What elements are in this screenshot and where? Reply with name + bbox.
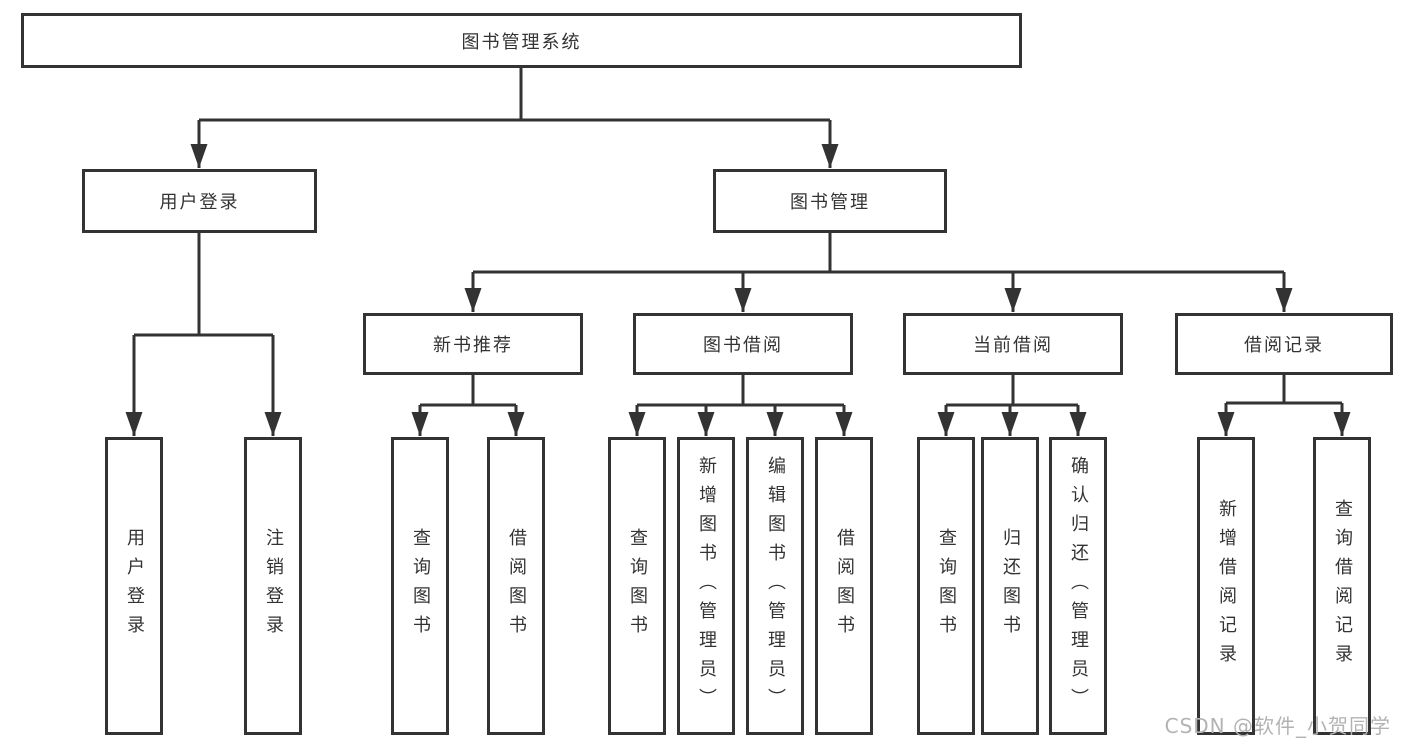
connector-group <box>125 68 1351 436</box>
leaf-return-book-label: 归还图书 <box>1000 528 1021 644</box>
leaf-user-login: 用户登录 <box>105 437 163 735</box>
node-book-mgmt-label: 图书管理 <box>790 192 870 213</box>
leaf-new-books-query: 查询图书 <box>391 437 449 735</box>
leaf-borrow-book-label: 借阅图书 <box>834 528 855 644</box>
leaf-add-book-admin: 新增图书（管理员） <box>677 437 735 735</box>
leaf-edit-book-admin: 编辑图书（管理员） <box>746 437 804 735</box>
leaf-current-query-label: 查询图书 <box>936 528 957 644</box>
leaf-confirm-return-admin: 确认归还（管理员） <box>1049 437 1107 735</box>
node-book-mgmt: 图书管理 <box>713 169 947 233</box>
node-user-login-label: 用户登录 <box>159 192 240 213</box>
leaf-user-login-label: 用户登录 <box>124 528 145 644</box>
node-current-borrow: 当前借阅 <box>903 313 1123 375</box>
node-book-borrow: 图书借阅 <box>633 313 853 375</box>
leaf-add-book-admin-label: 新增图书（管理员） <box>696 455 717 717</box>
node-user-login: 用户登录 <box>82 169 317 233</box>
leaf-edit-book-admin-label: 编辑图书（管理员） <box>765 455 786 717</box>
watermark: CSDN @软件_小贺同学 <box>1164 714 1391 738</box>
node-root-label: 图书管理系统 <box>461 31 582 53</box>
leaf-borrow-query: 查询图书 <box>608 437 666 735</box>
leaf-current-query: 查询图书 <box>917 437 975 735</box>
leaf-new-books-query-label: 查询图书 <box>410 528 431 644</box>
node-borrow-records: 借阅记录 <box>1175 313 1393 375</box>
leaf-borrow-book: 借阅图书 <box>815 437 873 735</box>
leaf-return-book: 归还图书 <box>981 437 1039 735</box>
leaf-confirm-return-admin-label: 确认归还（管理员） <box>1068 455 1089 717</box>
leaf-add-borrow-record: 新增借阅记录 <box>1197 437 1255 735</box>
leaf-query-borrow-record-label: 查询借阅记录 <box>1332 499 1353 673</box>
leaf-add-borrow-record-label: 新增借阅记录 <box>1216 499 1237 673</box>
node-new-books-label: 新书推荐 <box>433 335 513 356</box>
node-borrow-records-label: 借阅记录 <box>1244 335 1324 356</box>
node-root: 图书管理系统 <box>21 13 1022 68</box>
node-book-borrow-label: 图书借阅 <box>703 335 783 356</box>
leaf-query-borrow-record: 查询借阅记录 <box>1313 437 1371 735</box>
leaf-new-books-borrow: 借阅图书 <box>487 437 545 735</box>
node-current-borrow-label: 当前借阅 <box>973 335 1053 356</box>
leaf-new-books-borrow-label: 借阅图书 <box>506 528 527 644</box>
leaf-logout: 注销登录 <box>244 437 302 735</box>
leaf-borrow-query-label: 查询图书 <box>627 528 648 644</box>
leaf-logout-label: 注销登录 <box>263 528 284 644</box>
node-new-books: 新书推荐 <box>363 313 583 375</box>
